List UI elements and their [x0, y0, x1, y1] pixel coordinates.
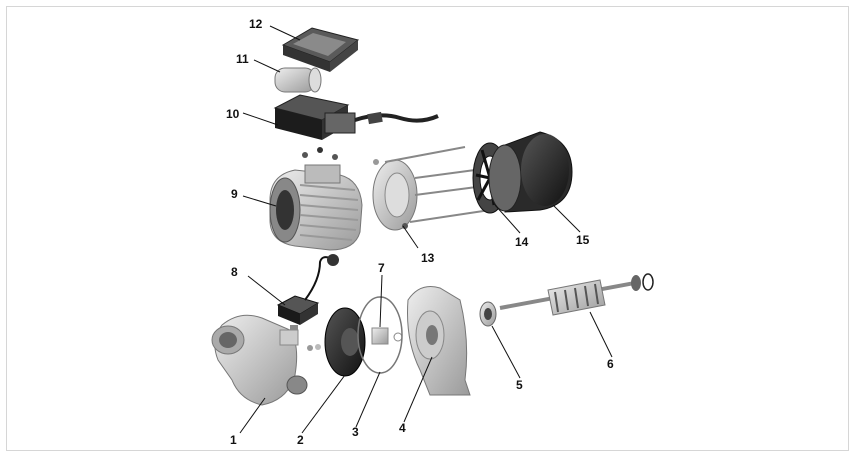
part-bearing: [479, 301, 497, 327]
part-fan-cover: [488, 131, 573, 213]
label-6: 6: [607, 357, 614, 371]
label-3: 3: [352, 425, 359, 439]
label-9: 9: [231, 187, 238, 201]
part-terminal-cover: [281, 27, 360, 72]
leader-lines: [239, 25, 613, 434]
label-5: 5: [516, 378, 523, 392]
part-rotor-shaft: [499, 273, 654, 316]
label-7: 7: [378, 261, 385, 275]
part-capacitor: [274, 67, 322, 93]
label-13: 13: [421, 251, 435, 265]
part-end-shield: [372, 159, 418, 231]
part-impeller: [324, 307, 366, 377]
label-14: 14: [515, 235, 529, 249]
label-15: 15: [576, 233, 590, 247]
part-motor-housing: [269, 164, 363, 251]
part-labels: 12 11 10 9 8 7 13 14 15 6 5 1 2 3 4: [226, 17, 614, 447]
label-8: 8: [231, 265, 238, 279]
label-4: 4: [399, 421, 406, 435]
label-12: 12: [249, 17, 263, 31]
part-terminal-box: [273, 94, 439, 160]
label-1: 1: [230, 433, 237, 447]
label-2: 2: [297, 433, 304, 447]
part-pump-bracket: [407, 286, 471, 396]
label-11: 11: [236, 52, 249, 66]
part-pump-body: [211, 314, 321, 406]
part-mechanical-seal: [371, 327, 403, 345]
label-10: 10: [226, 107, 240, 121]
